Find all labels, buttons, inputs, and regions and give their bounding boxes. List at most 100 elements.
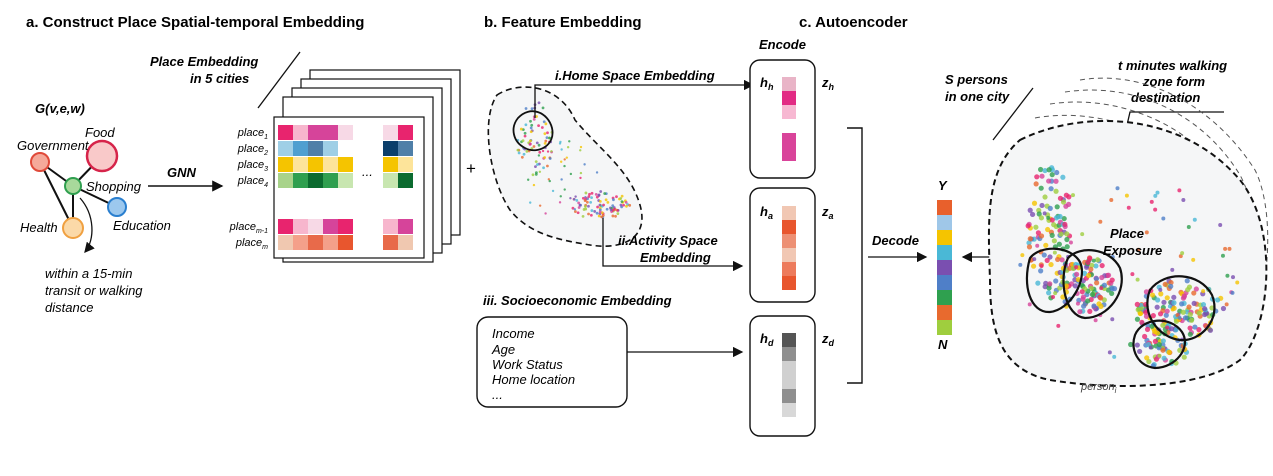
place-embedding-cells: [278, 125, 413, 250]
embedding-cell: [398, 141, 413, 156]
embedding-cell: [293, 141, 308, 156]
exposure-zone-3: [1146, 275, 1216, 342]
latent-cell: [782, 262, 796, 276]
embedding-cell: [338, 125, 353, 140]
graph-note-line-3: distance: [45, 300, 93, 315]
embedding-cell: [383, 157, 398, 172]
decode-label: Decode: [872, 233, 919, 248]
output-cell: [937, 305, 952, 320]
exposure-zone-2: [1062, 249, 1123, 320]
node-label-education: Education: [113, 218, 171, 233]
embedding-cell: [383, 141, 398, 156]
embedding-cell: [383, 219, 398, 234]
place-row-label: place2: [237, 143, 268, 157]
persons-label-1: S persons: [945, 72, 1008, 87]
embedding-cell: [293, 125, 308, 140]
latent-z-label: zh: [821, 75, 835, 92]
graph-title: G(v,e,w): [35, 101, 85, 116]
persons-map-stack: [987, 77, 1269, 387]
latent-cell: [782, 375, 796, 389]
latent-cell: [782, 91, 796, 105]
socio-item-age: Age: [491, 342, 515, 357]
embedding-cell: [308, 219, 323, 234]
embedding-cell: [383, 173, 398, 188]
home-zone: [512, 110, 554, 152]
embedding-cell: [338, 157, 353, 172]
place-row-label: place1: [237, 127, 268, 141]
embedding-cell: [323, 173, 338, 188]
latent-cell: [782, 220, 796, 234]
matrix-ellipsis: ...: [362, 164, 373, 179]
place-row-label: placem: [235, 237, 268, 251]
output-bottom-label: N: [938, 337, 948, 352]
place-graph: [30, 139, 127, 239]
latent-z-label: za: [821, 204, 834, 221]
embedding-cell: [398, 125, 413, 140]
node-label-food: Food: [85, 125, 115, 140]
graph-note-arrow: [79, 197, 95, 253]
node-label-health: Health: [20, 220, 58, 235]
section-c-title: c. Autoencoder: [799, 14, 908, 31]
walking-label-1: t minutes walking: [1118, 58, 1227, 73]
output-cell: [937, 320, 952, 335]
output-cell: [937, 230, 952, 245]
exposure-zone-4: [1132, 319, 1187, 370]
output-cell: [937, 260, 952, 275]
latent-h-label: ha: [760, 204, 773, 221]
embedding-cell: [278, 235, 293, 250]
place-row-label: placem-1: [229, 221, 268, 235]
embedding-cell: [398, 157, 413, 172]
place-embedding-title-2: in 5 cities: [190, 71, 249, 86]
embedding-cell: [278, 125, 293, 140]
embedding-cell: [308, 125, 323, 140]
socio-item-income: Income: [492, 326, 535, 341]
embedding-cell: [338, 173, 353, 188]
latent-h-label: hh: [760, 75, 774, 92]
embedding-cell: [323, 141, 338, 156]
decode-bracket: [847, 127, 863, 384]
embedding-cell: [323, 219, 338, 234]
latent-cell: [782, 234, 796, 248]
embedding-cell: [323, 235, 338, 250]
output-cell: [937, 245, 952, 260]
latent-cell: [782, 119, 796, 133]
output-cell: [937, 290, 952, 305]
section-a-title: a. Construct Place Spatial-temporal Embe…: [26, 14, 364, 31]
place-row-labels: place1 place2 place3 place4 placem-1 placem: [229, 127, 269, 251]
latent-cell: [782, 333, 796, 347]
output-cell: [937, 275, 952, 290]
embedding-cell: [293, 219, 308, 234]
embedding-cell: [308, 157, 323, 172]
embedding-cell: [308, 173, 323, 188]
socio-box: [476, 316, 628, 408]
activity-embedding-label-1: ii.Activity Space: [618, 233, 718, 248]
latent-cell: [782, 105, 796, 119]
embedding-cell: [278, 157, 293, 172]
embedding-cell: [293, 235, 308, 250]
persons-label-2: in one city: [945, 89, 1010, 104]
place-row-label: place3: [237, 159, 268, 173]
latent-cell: [782, 361, 796, 375]
embedding-cell: [383, 235, 398, 250]
latent-z-label: zd: [821, 331, 835, 348]
activity-embedding-label-2: Embedding: [640, 250, 711, 265]
section-b-title: b. Feature Embedding: [484, 14, 642, 31]
socio-item-work-status: Work Status: [492, 357, 563, 372]
node-label-shopping: Shopping: [86, 179, 142, 194]
embedding-cell: [308, 141, 323, 156]
latent-cell: [782, 347, 796, 361]
latent-h-label: hd: [760, 331, 774, 348]
embedding-cell: [278, 141, 293, 156]
food-node: [85, 139, 119, 173]
exposure-label-1: Place: [1110, 226, 1144, 241]
education-node: [107, 197, 127, 217]
city-map: [487, 86, 643, 247]
activity-arrow: [602, 218, 744, 272]
latent-cell: [782, 403, 796, 417]
socio-item-home-location: Home location: [492, 372, 575, 387]
home-embedding-label: i.Home Space Embedding: [555, 68, 715, 83]
home-arrow: [534, 79, 755, 118]
latent-cell: [782, 389, 796, 403]
place-row-label: place4: [237, 175, 268, 189]
